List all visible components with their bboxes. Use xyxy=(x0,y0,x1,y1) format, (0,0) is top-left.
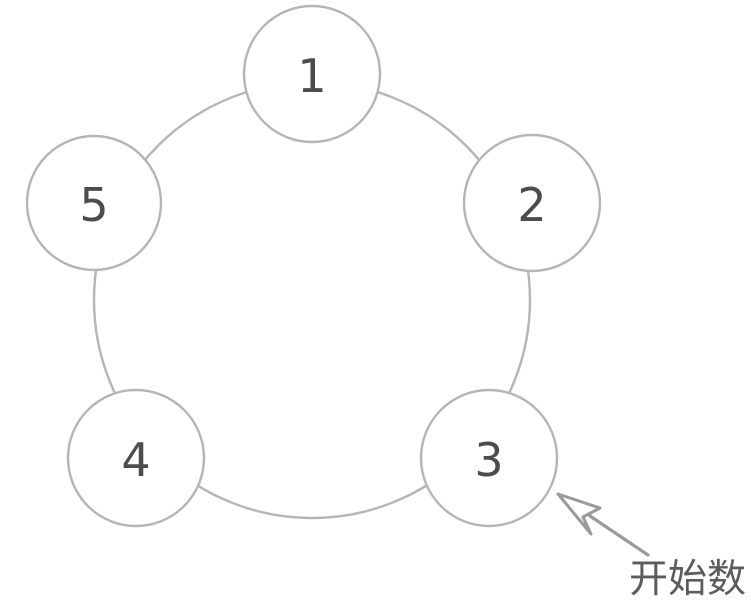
node-label-5: 5 xyxy=(79,178,108,232)
node-circle-5[interactable] xyxy=(25,134,163,272)
start-pointer-arrow-icon xyxy=(556,492,650,557)
node-circle-1[interactable] xyxy=(242,4,382,144)
node-circle-4[interactable] xyxy=(66,388,206,528)
node-label-2: 2 xyxy=(517,178,546,232)
node-2[interactable]: 2 xyxy=(462,133,602,273)
arrow-shaft xyxy=(588,514,650,557)
node-1[interactable]: 1 xyxy=(242,4,382,144)
node-label-1: 1 xyxy=(297,49,326,103)
node-5[interactable]: 5 xyxy=(25,134,163,272)
node-label-3: 3 xyxy=(474,433,503,487)
arrow-head xyxy=(556,492,602,536)
nodes-group: 1 2 3 4 5 xyxy=(25,4,602,528)
node-label-4: 4 xyxy=(121,433,150,487)
node-3[interactable]: 3 xyxy=(419,388,559,528)
node-circle-2[interactable] xyxy=(462,133,602,273)
annotation-label-start-count: 开始数 xyxy=(629,557,746,602)
node-4[interactable]: 4 xyxy=(66,388,206,528)
node-circle-3[interactable] xyxy=(419,388,559,528)
